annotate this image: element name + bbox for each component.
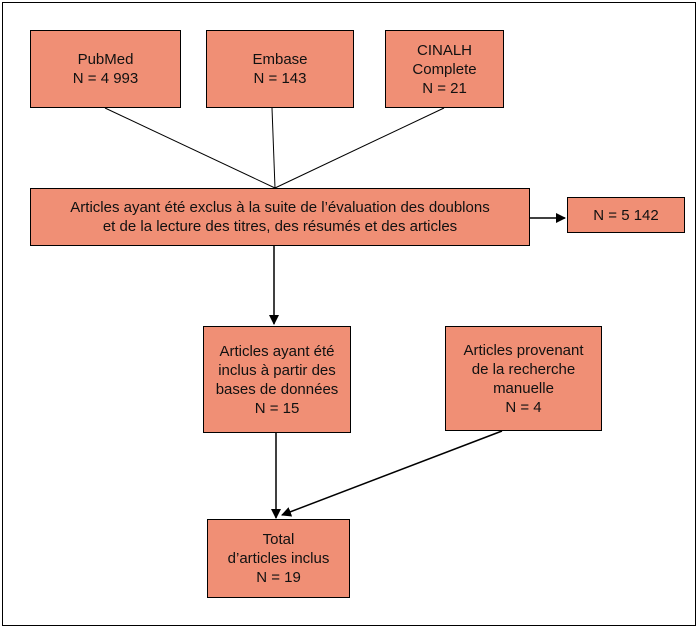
pubmed-count: N = 4 993 — [72, 70, 139, 87]
manual-line3: manuelle — [493, 379, 554, 397]
source-cinalh-box: CINALH Complete N = 21 — [385, 30, 504, 108]
included-db-line1: Articles ayant été — [219, 342, 335, 360]
source-embase-box: Embase N = 143 — [206, 30, 354, 108]
cinalh-label-line2: Complete — [412, 60, 477, 78]
included-db-box: Articles ayant été inclus à partir des b… — [203, 326, 351, 433]
total-line2: d’articles inclus — [227, 550, 330, 567]
included-db-count: N = 15 — [254, 399, 300, 417]
included-db-line3: bases de données — [215, 380, 339, 398]
connector-cinalh-to-excluded — [274, 107, 445, 189]
cinalh-label-line1: CINALH — [416, 41, 472, 59]
embase-count: N = 143 — [253, 70, 307, 87]
excluded-articles-box: Articles ayant été exclus à la suite de … — [30, 188, 530, 246]
manual-count: N = 4 — [505, 398, 542, 416]
connector-pubmed-to-excluded — [104, 107, 276, 189]
cinalh-count: N = 21 — [422, 79, 467, 97]
total-line1: Total — [262, 531, 295, 548]
manual-line2: de la recherche — [471, 360, 576, 378]
arrow-manual-to-total — [281, 430, 503, 517]
excluded-count: N = 5 142 — [593, 206, 659, 224]
embase-label: Embase — [252, 51, 308, 68]
total-count: N = 19 — [256, 569, 301, 586]
excluded-text-line1: Articles ayant été exclus à la suite de … — [70, 199, 490, 216]
total-included-box: Total d’articles inclus N = 19 — [207, 519, 350, 598]
manual-line1: Articles provenant — [463, 341, 584, 359]
manual-search-box: Articles provenant de la recherche manue… — [445, 326, 602, 431]
pubmed-label: PubMed — [77, 51, 134, 68]
source-pubmed-box: PubMed N = 4 993 — [30, 30, 181, 108]
excluded-text-line2: et de la lecture des titres, des résumés… — [102, 218, 458, 235]
connector-embase-to-excluded — [271, 107, 276, 189]
excluded-count-box: N = 5 142 — [567, 197, 685, 233]
included-db-line2: inclus à partir des — [218, 361, 336, 379]
